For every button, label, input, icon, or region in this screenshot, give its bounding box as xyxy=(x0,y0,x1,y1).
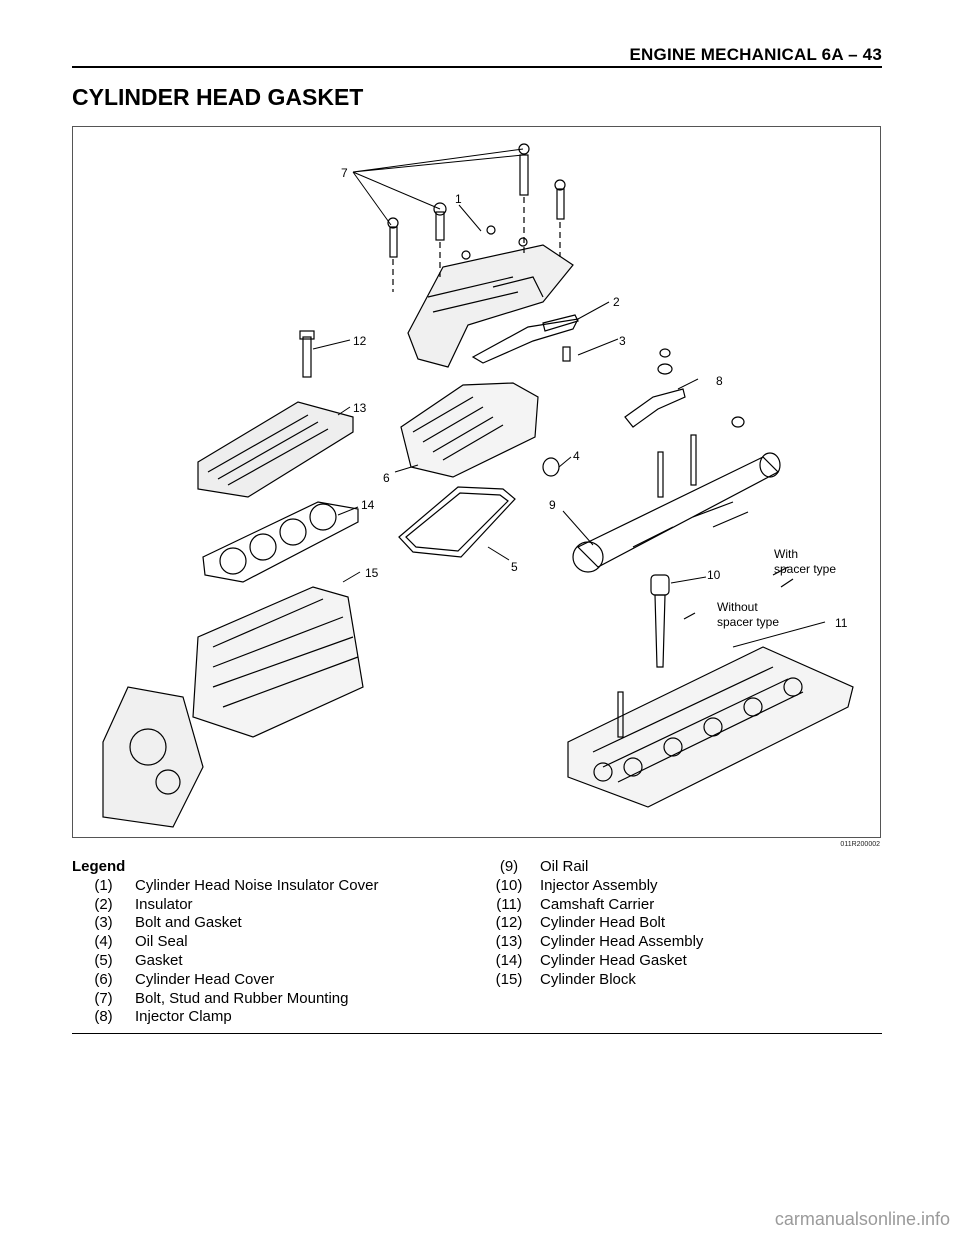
legend-item: (1) Cylinder Head Noise Insulator Cover xyxy=(72,877,472,896)
legend-num: (14) xyxy=(495,951,523,969)
legend-num: (15) xyxy=(495,970,523,988)
note-with-spacer-2: spacer type xyxy=(774,562,836,576)
legend-label: Cylinder Head Gasket xyxy=(540,951,687,969)
legend-left-column: Legend (1) Cylinder Head Noise Insulator … xyxy=(72,858,472,1027)
legend-num: (9) xyxy=(499,858,519,875)
legend-num: (13) xyxy=(495,933,523,951)
callout-15: 15 xyxy=(365,566,379,580)
legend-num: (10) xyxy=(495,876,523,894)
injector-assembly xyxy=(650,566,794,668)
legend-num: (4) xyxy=(94,933,113,951)
callout-10: 10 xyxy=(707,568,721,582)
legend-num: (6) xyxy=(94,970,113,988)
exploded-diagram: 7 1 2 3 8 4 6 9 5 10 11 12 13 14 15 With… xyxy=(72,126,881,838)
legend-num: (1) xyxy=(94,876,113,894)
legend-label: Bolt, Stud and Rubber Mounting xyxy=(135,989,349,1007)
bolts-studs xyxy=(387,143,566,292)
callout-4: 4 xyxy=(573,449,580,463)
legend-item: (12) Cylinder Head Bolt xyxy=(478,914,878,933)
legend-num: (5) xyxy=(94,951,113,969)
legend-item: (2) Insulator xyxy=(72,896,472,915)
cover-gasket xyxy=(398,486,516,558)
diagram-drawing: 7 1 2 3 8 4 6 9 5 10 11 12 13 14 15 With… xyxy=(102,143,854,828)
legend-label: Cylinder Head Cover xyxy=(135,970,275,988)
callout-5: 5 xyxy=(511,560,518,574)
legend-num: (8) xyxy=(94,1008,113,1026)
legend-item: (4) Oil Seal xyxy=(72,933,472,952)
injector-clamp xyxy=(624,348,745,428)
oil-seal xyxy=(542,457,560,477)
legend-label: Oil Rail xyxy=(540,858,589,875)
page-title: CYLINDER HEAD GASKET xyxy=(72,84,364,110)
callout-7: 7 xyxy=(341,166,348,180)
legend-item: (13) Cylinder Head Assembly xyxy=(478,933,878,952)
insulator xyxy=(471,314,580,364)
legend-num: (3) xyxy=(94,914,113,932)
legend-num: (2) xyxy=(94,895,113,913)
note-without-spacer-1: Without xyxy=(717,600,758,614)
cylinder-block xyxy=(102,586,364,828)
legend-item: (15) Cylinder Block xyxy=(478,971,878,990)
note-with-spacer-1: With xyxy=(774,547,798,561)
legend-item: (11) Camshaft Carrier xyxy=(478,896,878,915)
legend-label: Injector Assembly xyxy=(540,876,658,894)
page-header: ENGINE MECHANICAL 6A – 43 xyxy=(72,44,882,68)
legend-label: Cylinder Head Assembly xyxy=(540,933,704,951)
legend-num: (7) xyxy=(94,989,113,1007)
callout-13: 13 xyxy=(353,401,367,415)
cylinder-head-bolt xyxy=(299,330,315,378)
legend-right-column: (9) Oil Rail (10) Injector Assembly (11) Ca… xyxy=(478,858,878,990)
callout-1: 1 xyxy=(455,192,462,206)
legend-num: (12) xyxy=(495,914,523,932)
callout-8: 8 xyxy=(716,374,723,388)
legend-item: (14) Cylinder Head Gasket xyxy=(478,952,878,971)
legend-item: (9) Oil Rail xyxy=(478,858,878,877)
callout-3: 3 xyxy=(619,334,626,348)
legend-item: (6) Cylinder Head Cover xyxy=(72,971,472,990)
oil-rail xyxy=(572,434,781,573)
watermark: carmanualsonline.info xyxy=(774,1209,950,1229)
callout-2: 2 xyxy=(613,295,620,309)
leader-lines xyxy=(312,148,826,648)
callout-14: 14 xyxy=(361,498,375,512)
legend-label: Cylinder Block xyxy=(540,970,636,988)
camshaft-carrier xyxy=(567,646,854,808)
legend-label: Cylinder Head Bolt xyxy=(540,914,666,932)
legend-label: Injector Clamp xyxy=(135,1008,232,1026)
legend-label: Cylinder Head Noise Insulator Cover xyxy=(135,876,379,894)
cylinder-head-gasket xyxy=(202,501,359,583)
cylinder-head-cover xyxy=(400,382,539,478)
legend-item: (7) Bolt, Stud and Rubber Mounting xyxy=(72,990,472,1009)
callout-9: 9 xyxy=(549,498,556,512)
noise-insulator-cover xyxy=(407,225,574,368)
legend-label: Gasket xyxy=(135,951,183,969)
footer-rule xyxy=(72,1033,882,1034)
header-text: ENGINE MECHANICAL 6A – 43 xyxy=(629,45,882,64)
legend-item: (10) Injector Assembly xyxy=(478,877,878,896)
legend-title: Legend xyxy=(72,858,126,875)
legend-item: (8) Injector Clamp xyxy=(72,1008,472,1027)
legend-item: (3) Bolt and Gasket xyxy=(72,914,472,933)
legend-label: Oil Seal xyxy=(135,933,188,951)
callout-11: 11 xyxy=(835,616,848,630)
note-without-spacer-2: spacer type xyxy=(717,615,779,629)
figure-code: 011R200002 xyxy=(840,841,880,848)
legend-label: Bolt and Gasket xyxy=(135,914,242,932)
legend-label: Camshaft Carrier xyxy=(540,895,655,913)
callout-12: 12 xyxy=(353,334,367,348)
legend-item: (5) Gasket xyxy=(72,952,472,971)
callout-6: 6 xyxy=(383,471,390,485)
legend-num: (11) xyxy=(496,895,522,913)
bolt-gasket xyxy=(562,346,571,362)
cylinder-head-assembly xyxy=(197,401,354,498)
legend-label: Insulator xyxy=(135,895,193,913)
